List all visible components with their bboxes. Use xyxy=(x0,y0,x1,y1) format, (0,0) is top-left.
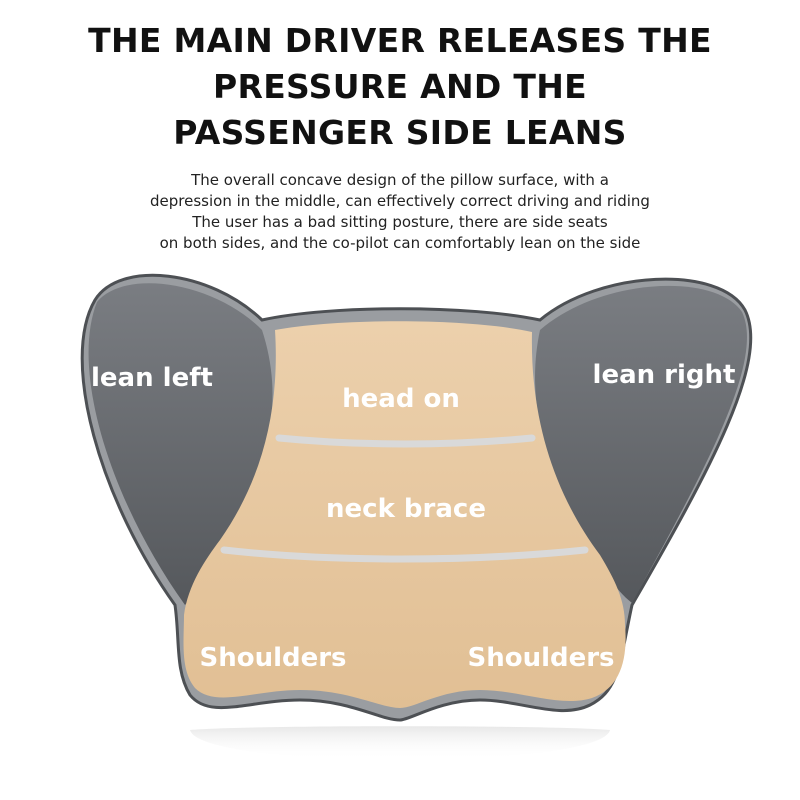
neck-brace-label: neck brace xyxy=(326,494,486,524)
left-wing-panel xyxy=(88,283,273,605)
center-cushion xyxy=(183,321,626,708)
right-wing-panel xyxy=(535,285,747,603)
description-line-2: depression in the middle, can effectivel… xyxy=(150,192,650,210)
description-line-3: The user has a bad sitting posture, ther… xyxy=(192,213,608,231)
description: The overall concave design of the pillow… xyxy=(0,170,800,254)
shoulders-left-label: Shoulders xyxy=(199,643,346,673)
lean-right-label: lean right xyxy=(593,360,736,390)
description-line-1: The overall concave design of the pillow… xyxy=(191,171,609,189)
headline-line-3: PASSENGER SIDE LEANS xyxy=(173,113,627,152)
head-on-label: head on xyxy=(342,384,460,414)
upper-piping-line xyxy=(275,434,536,448)
lower-piping-line xyxy=(220,546,589,563)
headline: THE MAIN DRIVER RELEASES THE PRESSURE AN… xyxy=(0,18,800,156)
lean-left-label: lean left xyxy=(91,363,213,393)
headline-line-2: PRESSURE AND THE xyxy=(213,67,587,106)
pillow-reflection xyxy=(190,726,610,760)
description-line-4: on both sides, and the co-pilot can comf… xyxy=(159,234,641,252)
headline-line-1: THE MAIN DRIVER RELEASES THE xyxy=(88,21,712,60)
shoulders-right-label: Shoulders xyxy=(467,643,614,673)
